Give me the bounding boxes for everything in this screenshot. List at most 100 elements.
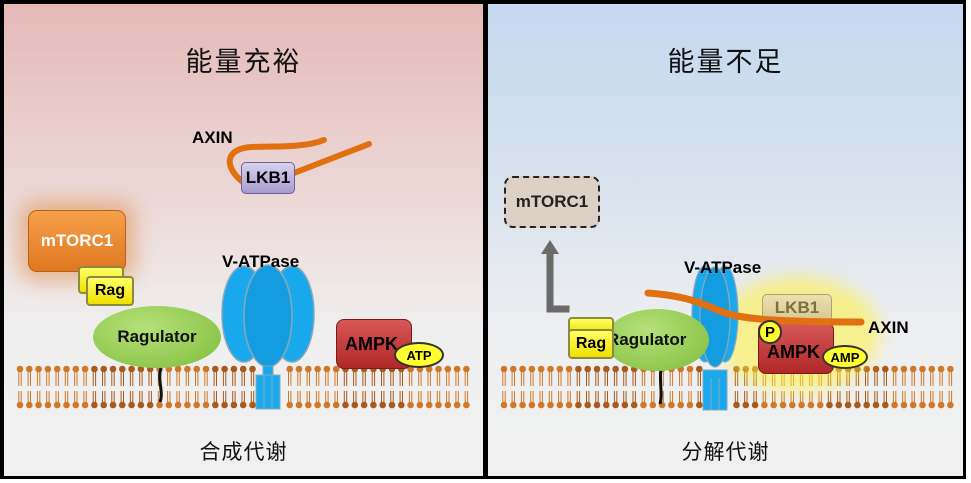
lipid-molecule (91, 365, 98, 409)
lipid-molecule (360, 365, 368, 409)
rag-protein: Rag (568, 329, 614, 359)
phosphate-group: P (758, 320, 782, 344)
lipid-molecule (388, 365, 396, 409)
ragulator-complex: Ragulator (93, 306, 221, 368)
lipid-molecule (44, 365, 52, 409)
ragulator-complex: Ragulator (605, 309, 709, 371)
panel-title: 能量充裕 (185, 47, 302, 78)
left-diagram-svg (16, 137, 470, 410)
axin-strand (644, 289, 865, 326)
lipid-molecule (230, 365, 238, 409)
lipid-molecule (416, 365, 424, 409)
lipid-bilayer-membrane (16, 365, 470, 409)
panel-energy-deficient: 能量不足 mTORC1 V-ATPase Ragulator Rag LKB1 … (488, 4, 963, 476)
axin-label: AXIN (192, 128, 233, 147)
lipid-molecule (35, 365, 42, 409)
lipid-molecule (370, 365, 377, 409)
lipid-molecule (425, 365, 433, 409)
lipid-molecule (947, 365, 954, 409)
axin-strand-tail (291, 141, 372, 176)
lipid-molecule (621, 365, 629, 409)
lipid-molecule (184, 365, 191, 409)
lipid-molecule (909, 365, 917, 409)
lipid-molecule (435, 365, 442, 409)
lipid-molecule (63, 365, 70, 409)
v-atpase-label: V-ATPase (222, 252, 300, 271)
lipid-molecule (900, 365, 908, 409)
axin-strand (226, 137, 327, 186)
lipid-molecule (593, 365, 601, 409)
panel-energy-sufficient: 能量充裕 AXIN LKB1 mTORC1 Rag Ragulator V-AT… (4, 4, 483, 476)
lipid-molecule (332, 365, 340, 409)
ampk-protein: AMPK (336, 319, 412, 369)
lipid-molecule (407, 365, 414, 409)
atp-molecule: ATP (394, 342, 444, 368)
lipid-molecule (891, 365, 898, 409)
panel-title: 能量不足 (667, 47, 784, 78)
lipid-molecule (146, 365, 154, 409)
lipid-molecule (519, 365, 526, 409)
lipid-molecule (379, 365, 387, 409)
lipid-molecule (630, 365, 638, 409)
lipid-molecule (565, 365, 573, 409)
lipid-molecule (174, 365, 182, 409)
lipid-molecule (686, 365, 694, 409)
lipid-molecule (640, 365, 647, 409)
lipid-molecule (696, 365, 703, 409)
mtorc1-inactive: mTORC1 (504, 176, 600, 228)
lipid-molecule (72, 365, 80, 409)
lipid-molecule (128, 365, 135, 409)
lipid-molecule (444, 365, 452, 409)
lipid-molecule (323, 365, 331, 409)
lipid-molecule (937, 365, 945, 409)
lipid-molecule (295, 365, 303, 409)
lipid-molecule (314, 365, 321, 409)
lipid-molecule (547, 365, 554, 409)
lipid-molecule (463, 365, 470, 409)
lipid-molecule (351, 365, 359, 409)
ragulator-lipid-anchor (658, 367, 663, 405)
lkb1-protein: LKB1 (762, 294, 832, 322)
lipid-molecule (928, 365, 936, 409)
lipid-molecule (286, 365, 294, 409)
lipid-molecule (677, 365, 684, 409)
axin-overlay-svg (644, 289, 865, 326)
lipid-molecule (453, 365, 461, 409)
lipid-molecule (305, 365, 312, 409)
lipid-molecule (26, 365, 33, 409)
v-atpase-complex (221, 264, 315, 410)
panel-caption: 分解代谢 (681, 440, 770, 464)
lipid-molecule (212, 365, 219, 409)
lipid-molecule (81, 365, 89, 409)
lipid-molecule (193, 365, 200, 409)
lipid-molecule (119, 365, 126, 409)
rag-protein: Rag (86, 276, 134, 306)
lipid-molecule (528, 365, 536, 409)
lipid-molecule (109, 365, 117, 409)
lipid-molecule (239, 365, 247, 409)
lipid-molecule (165, 365, 173, 409)
amp-molecule: AMP (822, 345, 868, 369)
panel-caption: 合成代谢 (199, 440, 288, 464)
lipid-molecule (398, 365, 405, 409)
inhibition-arrow (541, 240, 570, 313)
lkb1-protein: LKB1 (241, 162, 295, 194)
lipid-molecule (100, 365, 107, 409)
lipid-molecule (882, 365, 889, 409)
mtorc1-active: mTORC1 (28, 210, 126, 272)
lipid-molecule (249, 365, 256, 409)
lipid-molecule (202, 365, 210, 409)
lipid-molecule (53, 365, 61, 409)
lipid-molecule (919, 365, 926, 409)
lipid-molecule (556, 365, 564, 409)
ragulator-lipid-anchor (158, 367, 163, 403)
lipid-molecule (342, 365, 349, 409)
lipid-molecule (575, 365, 582, 409)
lipid-molecule (500, 365, 508, 409)
v-atpase-label: V-ATPase (684, 258, 762, 277)
lipid-molecule (872, 365, 880, 409)
lipid-molecule (537, 365, 545, 409)
lipid-molecule (510, 365, 517, 409)
lipid-molecule (603, 365, 610, 409)
lipid-molecule (221, 365, 228, 409)
